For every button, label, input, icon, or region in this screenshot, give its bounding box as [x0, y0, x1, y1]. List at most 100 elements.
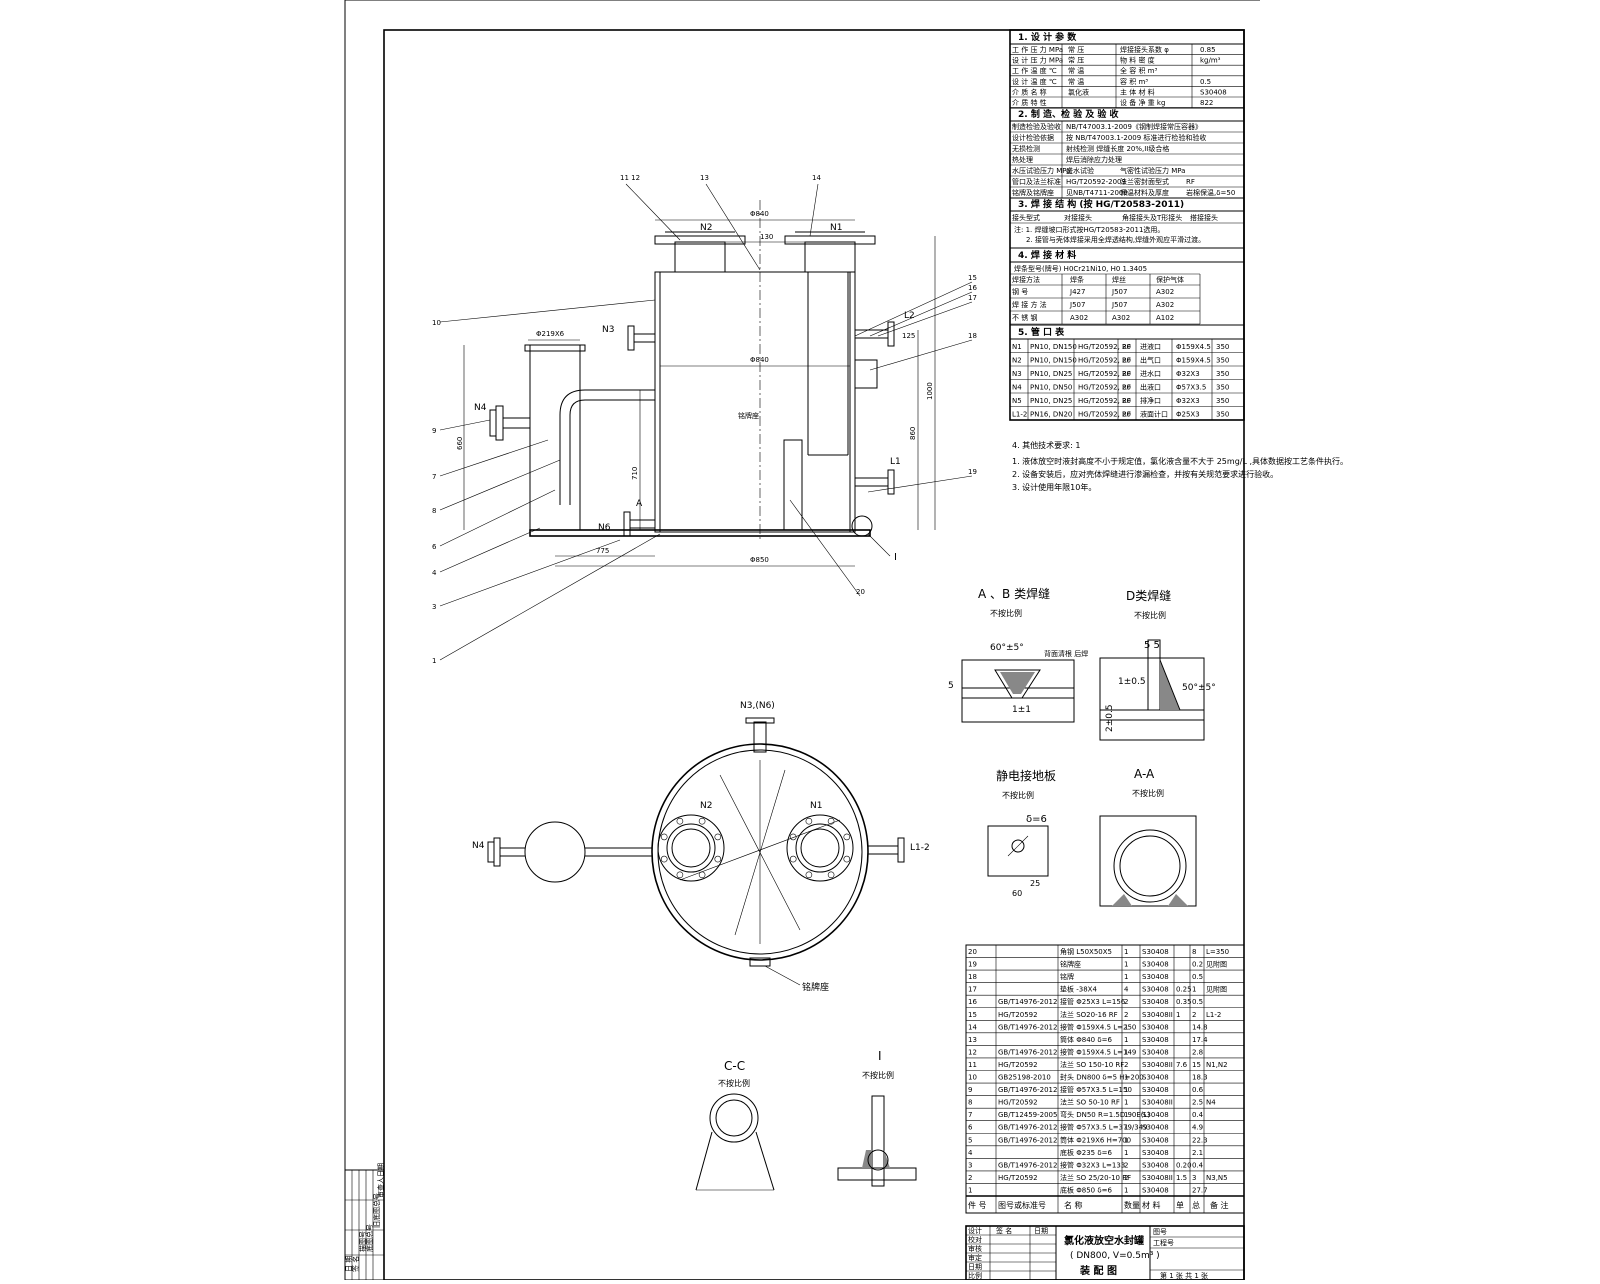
parts-cell: 2 — [1124, 1011, 1128, 1019]
callout-leader — [439, 459, 561, 511]
parts-cell: 法兰 SO 25/20-10 RF — [1060, 1173, 1131, 1182]
title-block-row: 设计 — [968, 1226, 982, 1235]
detail-ground-scale: 不按比例 — [1002, 790, 1034, 800]
nozzle-cell: HG/T20592, 20 — [1078, 357, 1131, 365]
plan-label-n1: N1 — [810, 801, 822, 811]
mfg-cell: HG/T20592-2009 — [1066, 178, 1126, 186]
mfg-label: 无损检测 — [1012, 144, 1040, 153]
parts-cell: 接管 Φ159X4.5 L=250 — [1060, 1022, 1136, 1031]
nozzle-cell: 进水口 — [1140, 369, 1161, 378]
tech-note-3: 3. 设计使用年限10年。 — [1012, 482, 1096, 492]
callout-number: 20 — [856, 588, 865, 596]
parts-cell: GB25198-2010 — [998, 1074, 1051, 1082]
bolt-hole — [698, 817, 706, 825]
parts-cell: 4.9 — [1192, 1124, 1203, 1132]
mfg-cell: 铭牌及铭牌座 — [1012, 188, 1054, 197]
label-detail-i: I — [894, 552, 897, 563]
parts-cell: 17.4 — [1192, 1036, 1208, 1044]
tech-title: 4. 其他技术要求: 1 — [1012, 440, 1081, 450]
nozzle-cell: PN10, DN25 — [1030, 397, 1072, 405]
dim-top-w: Φ840 — [750, 210, 769, 218]
detail-d-scale: 不按比例 — [1134, 610, 1166, 620]
nozzle-cell: Φ159X4.5 — [1176, 343, 1211, 351]
parts-cell: GB/T14976-2012 — [998, 998, 1057, 1006]
mfg-cell: 管口及法兰标准 — [1012, 177, 1061, 186]
parts-cell: 9 — [968, 1086, 972, 1094]
parts-cell: N3,N5 — [1206, 1174, 1228, 1182]
mfg-cell: RF — [1186, 178, 1195, 186]
dim-d-gap: 1±0.5 — [1118, 677, 1146, 687]
callout-leader — [869, 291, 973, 337]
callout-leader — [625, 183, 681, 241]
parts-cell: 0.6 — [1192, 1086, 1204, 1094]
parts-cell: 1 — [1124, 1048, 1128, 1056]
parts-cell: 2 — [1124, 998, 1128, 1006]
nozzle-cell: 350 — [1216, 411, 1229, 419]
parts-header-cell: 数量 — [1124, 1200, 1140, 1210]
title-block-row: 校对 — [968, 1235, 982, 1244]
tech-note-1: 1. 液体放空时液封高度不小于规定值，氯化液含量不大于 25mg/L ,具体数据… — [1012, 456, 1348, 466]
parts-header-cell: 单 — [1176, 1200, 1184, 1210]
mat-cell: 不 锈 钢 — [1012, 313, 1037, 322]
dim-ground-60: 60 — [1012, 889, 1022, 898]
detail-ab-weld: A 、B 类焊缝 不按比例 60°±5° 1±1 5 背面清根 后焊 — [948, 586, 1088, 723]
dim-left-w: Φ219X6 — [536, 330, 565, 338]
label-l1: L1 — [890, 457, 901, 467]
parts-cell: 27.7 — [1192, 1186, 1208, 1194]
bolt-hole — [789, 855, 797, 863]
callout-leader — [867, 475, 973, 493]
design-param-cell: kg/m³ — [1200, 57, 1221, 65]
parts-cell: S30408 — [1142, 1086, 1169, 1094]
parts-cell: GB/T12459-2005 — [998, 1111, 1057, 1119]
plan-label-n2: N2 — [700, 801, 712, 811]
nozzle-cell: Φ25X3 — [1176, 411, 1200, 419]
tech-note-2: 2. 设备安装后，应对壳体焊缝进行渗漏检查，并按有关规范要求进行验收。 — [1012, 469, 1278, 479]
callout-leader — [439, 527, 541, 573]
nozzle-cell: PN10, DN50 — [1030, 384, 1072, 392]
callout-leader — [789, 499, 861, 597]
nozzle-cell: 350 — [1216, 343, 1229, 351]
parts-cell: S30408 — [1142, 986, 1169, 994]
mfg-cell: 岩棉保温,δ=50 — [1186, 188, 1235, 197]
tb-project-no-label: 工程号 — [1153, 1238, 1174, 1247]
title-block-row: 日期 — [968, 1263, 982, 1271]
callout-leader — [877, 301, 973, 337]
dim-ab-5: 5 — [948, 681, 954, 691]
nozzle-cell: Φ159X4.5 — [1176, 357, 1211, 365]
plan-label-n3n6: N3,(N6) — [740, 701, 775, 711]
design-param-cell: 工 作 温 度 ℃ — [1012, 66, 1057, 75]
parts-cell: 13 — [968, 1036, 977, 1044]
parts-cell: 1 — [1124, 1086, 1128, 1094]
parts-cell: S30408II — [1142, 1174, 1173, 1182]
nozzle-cell: 350 — [1216, 357, 1229, 365]
parts-cell: S30408 — [1142, 973, 1169, 981]
parts-cell: S30408 — [1142, 1111, 1169, 1119]
dim-right-125: 125 — [902, 332, 915, 340]
parts-header-cell: 件 号 — [968, 1200, 987, 1210]
parts-cell: 1 — [1124, 1111, 1128, 1119]
mat-cell: J507 — [1111, 288, 1127, 296]
bolt-hole — [827, 871, 835, 879]
parts-cell: S30408 — [1142, 1186, 1169, 1194]
nozzle-cell: RF — [1122, 384, 1131, 392]
parts-cell: S30408 — [1142, 1074, 1169, 1082]
parts-cell: 8 — [968, 1099, 972, 1107]
parts-cell: 2 — [968, 1174, 972, 1182]
design-param-cell: 氯化液 — [1068, 87, 1089, 96]
mat-cell: J507 — [1069, 301, 1085, 309]
parts-cell: 10 — [968, 1074, 977, 1082]
technical-notes: 4. 其他技术要求: 1 1. 液体放空时液封高度不小于规定值，氯化液含量不大于… — [1012, 440, 1348, 492]
parts-cell: 4 — [1124, 986, 1129, 994]
mfg-label: 制造检验及验收 — [1012, 122, 1061, 131]
mat-col: 保护气体 — [1156, 275, 1184, 284]
design-param-cell: 常 压 — [1068, 45, 1084, 54]
parts-cell: 11 — [968, 1061, 977, 1069]
detail-ground-plate: 静电接地板 不按比例 δ=6 25 60 — [987, 768, 1056, 898]
nozzle-cell: 液面计口 — [1140, 410, 1168, 419]
nozzle-cell: 进液口 — [1140, 342, 1161, 351]
callout-leader — [869, 339, 973, 371]
detail-i-title: I — [878, 1049, 882, 1063]
mfg-cell: 气密性试验压力 MPa — [1120, 166, 1185, 175]
